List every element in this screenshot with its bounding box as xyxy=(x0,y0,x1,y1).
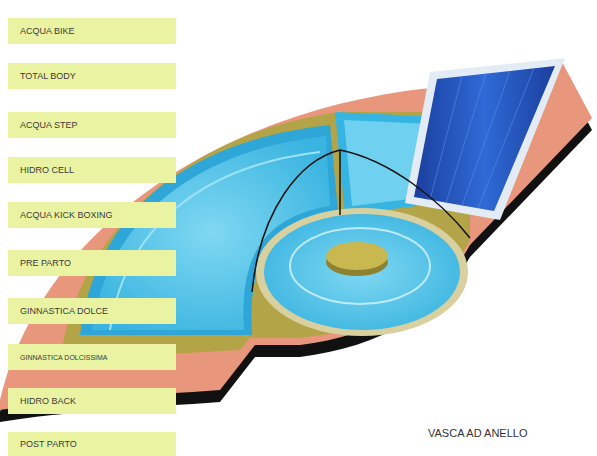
dome-frame xyxy=(339,150,341,215)
ring-pool-ledge xyxy=(290,228,430,304)
activity-box: ACQUA STEP xyxy=(8,112,176,138)
pool-name: VASCA AD ANELLO xyxy=(428,427,527,439)
activity-box: PRE PARTO xyxy=(8,250,176,276)
activity-box: ACQUA BIKE xyxy=(8,18,176,44)
activity-label: HIDRO CELL xyxy=(8,165,74,175)
activity-label: GINNASTICA DOLCE xyxy=(8,306,108,316)
activity-box: POST PARTO xyxy=(8,432,176,456)
activity-box: TOTAL BODY xyxy=(8,63,176,89)
island xyxy=(326,242,388,270)
dome-frame xyxy=(252,150,470,292)
ring-pool-rim xyxy=(256,208,468,336)
activity-label: TOTAL BODY xyxy=(8,71,76,81)
activity-label: ACQUA KICK BOXING xyxy=(8,210,113,220)
activity-box: GINNASTICA DOLCE xyxy=(8,298,176,324)
activity-box: HIDRO CELL xyxy=(8,157,176,183)
activity-label: ACQUA BIKE xyxy=(8,26,75,36)
activity-label: PRE PARTO xyxy=(8,258,71,268)
activity-box: HIDRO BACK xyxy=(8,388,176,414)
activity-label: HIDRO BACK xyxy=(8,396,76,406)
activity-box: GINNASTICA DOLCISSIMA xyxy=(8,344,176,370)
activity-label: ACQUA STEP xyxy=(8,120,78,130)
lap-pool xyxy=(414,66,555,211)
activity-label: POST PARTO xyxy=(8,439,77,449)
activity-label: GINNASTICA DOLCISSIMA xyxy=(8,354,108,361)
platform xyxy=(0,62,592,410)
ring-pool xyxy=(264,214,460,330)
activity-box: ACQUA KICK BOXING xyxy=(8,202,176,228)
